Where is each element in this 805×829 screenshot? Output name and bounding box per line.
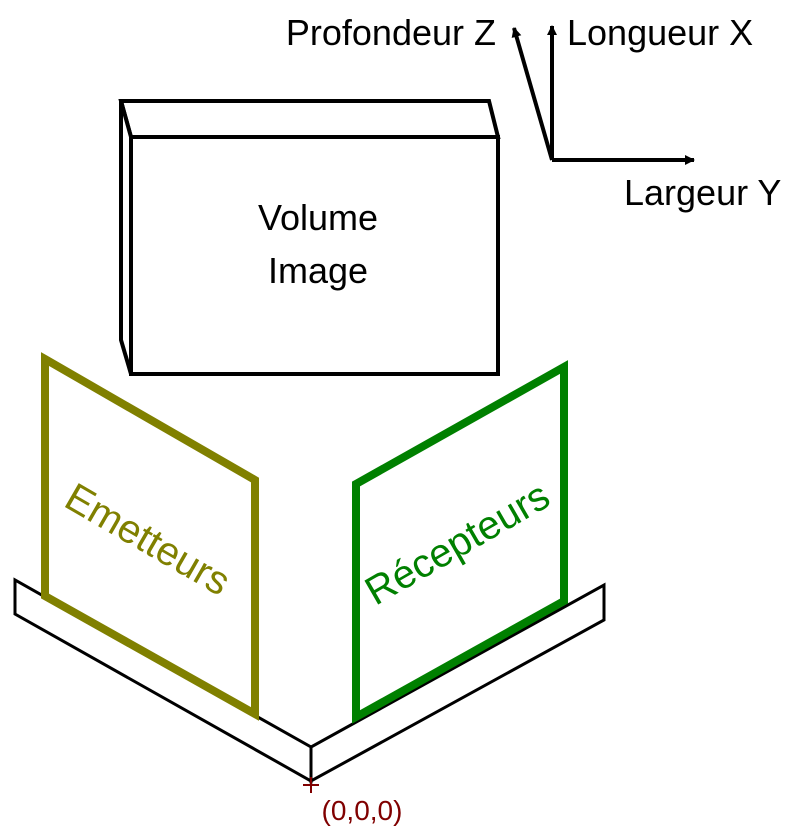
volume-front-face [129, 135, 500, 376]
emitters-panel [41, 352, 259, 721]
image-volume-box [118, 99, 501, 376]
receivers-label: Récepteurs [358, 474, 557, 614]
length-x-label: Longueur X [567, 12, 753, 53]
emitters-label: Emetteurs [58, 475, 238, 604]
base-support [13, 577, 606, 784]
width-y-label: Largeur Y [624, 172, 781, 213]
base-left-wing [13, 577, 313, 784]
depth-z-label: Profondeur Z [286, 12, 496, 53]
origin-marker [303, 777, 319, 793]
volume-label-line1: Volume [258, 197, 378, 238]
receivers-panel [352, 360, 568, 724]
axis-system [511, 25, 695, 165]
base-right-wing [309, 582, 606, 784]
depth-z-axis [511, 27, 554, 161]
volume-label-line2: Image [268, 250, 368, 291]
origin-label: (0,0,0) [322, 795, 403, 826]
volume-top-face [118, 99, 501, 139]
